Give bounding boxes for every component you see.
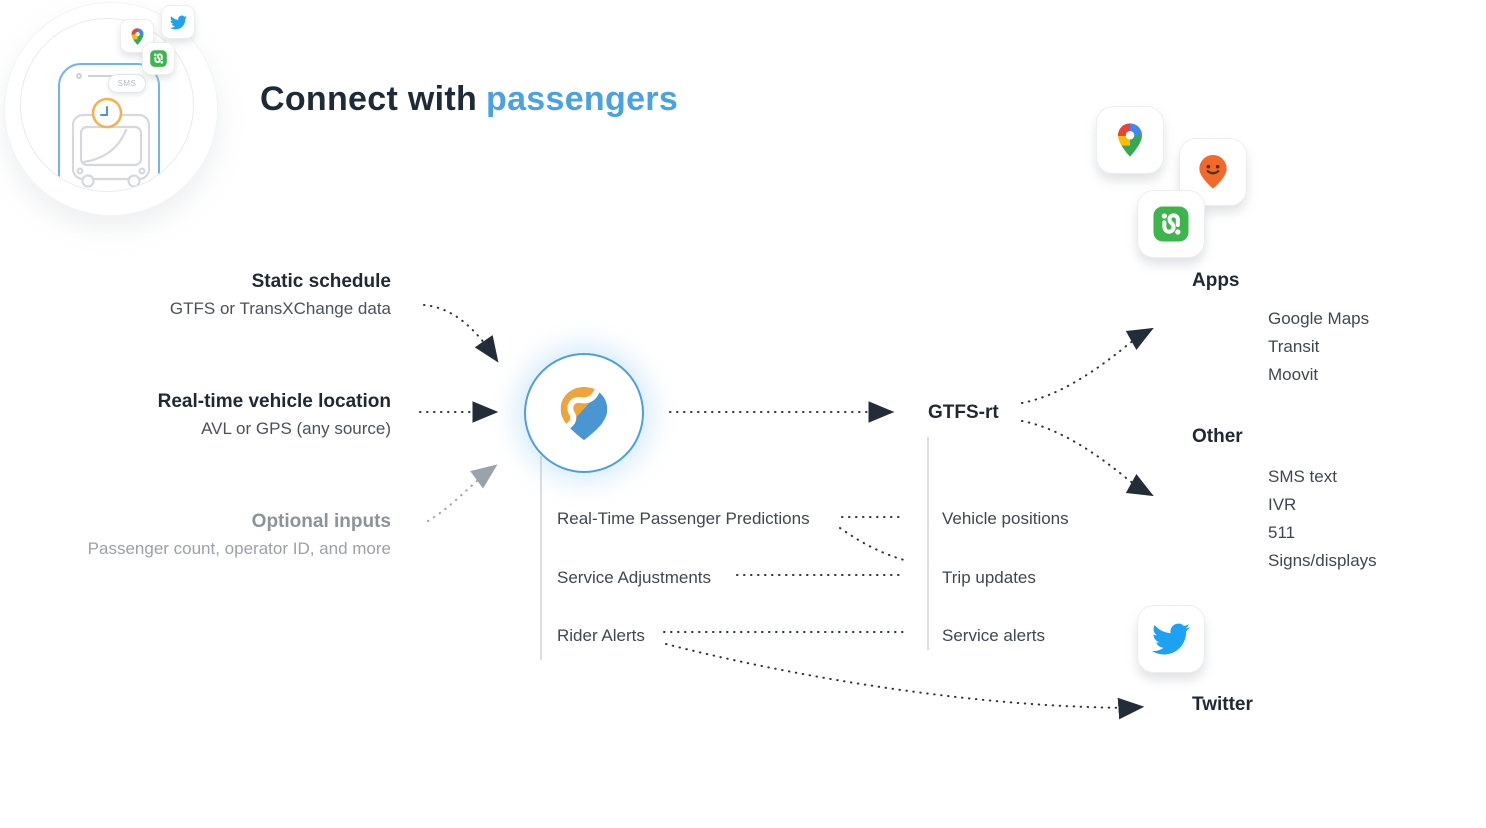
google-maps-icon (1117, 123, 1143, 157)
other-item-ivr: IVR (1268, 495, 1297, 514)
static-schedule-label: Static schedule (251, 271, 391, 292)
other-item-511: 511 (1268, 523, 1296, 542)
transit-icon (1153, 206, 1189, 242)
swiftly-hub (524, 353, 644, 473)
google-maps-icon (130, 27, 144, 45)
phone-bus-illustration (58, 63, 160, 191)
other-list: SMS text IVR 511 Signs/displays (1268, 463, 1377, 575)
connector-static-to-hub (423, 304, 499, 363)
transit-mini-tile (142, 42, 175, 75)
google-maps-mini-tile (120, 19, 154, 53)
twitter-tile (1137, 605, 1205, 673)
title-accent: passengers (486, 80, 679, 118)
title-dark: Connect with (260, 80, 478, 118)
other-heading: Other (1192, 426, 1243, 447)
sms-bubble: SMS (108, 74, 146, 93)
gtfs-rt-label: GTFS-rt (928, 402, 999, 423)
transit-icon (150, 50, 167, 67)
feed-trip-updates: Trip updates (942, 568, 1036, 587)
google-maps-tile (1096, 106, 1164, 174)
optional-inputs-label: Optional inputs (251, 511, 391, 532)
realtime-location-label: Real-time vehicle location (157, 391, 391, 412)
sms-bubble-label: SMS (117, 79, 137, 88)
apps-item-moovit: Moovit (1268, 365, 1319, 384)
apps-list: Google Maps Transit Moovit (1268, 305, 1369, 389)
swiftly-logo-icon (560, 387, 608, 441)
twitter-icon (169, 15, 187, 29)
twitter-icon (1152, 623, 1190, 655)
input-static-schedule: Static schedule GTFS or TransXChange dat… (51, 268, 391, 322)
apps-heading: Apps (1192, 270, 1240, 291)
optional-inputs-sublabel: Passenger count, operator ID, and more (87, 539, 391, 558)
realtime-location-sublabel: AVL or GPS (any source) (201, 419, 391, 438)
output-rider-alerts: Rider Alerts (557, 626, 645, 645)
feed-service-alerts: Service alerts (942, 626, 1045, 645)
other-item-signs-displays: Signs/displays (1268, 551, 1377, 570)
hero-illustration: SMS (0, 0, 224, 224)
apps-item-transit: Transit (1268, 337, 1320, 356)
moovit-icon (1199, 154, 1227, 189)
input-optional-inputs: Optional inputs Passenger count, operato… (51, 508, 391, 562)
connector-gtfsrt-to-other (1021, 420, 1154, 497)
connector-optional-to-hub (427, 464, 498, 522)
input-realtime-location: Real-time vehicle location AVL or GPS (a… (51, 388, 391, 442)
static-schedule-sublabel: GTFS or TransXChange data (169, 299, 391, 318)
twitter-mini-tile (161, 5, 195, 39)
other-item-sms-text: SMS text (1268, 467, 1337, 486)
connector-gtfsrt-to-apps (1021, 327, 1154, 404)
twitter-label: Twitter (1192, 694, 1253, 715)
output-predictions: Real-Time Passenger Predictions (557, 509, 810, 528)
leader-predictions-curve (839, 527, 905, 561)
output-adjustments: Service Adjustments (557, 568, 712, 587)
feed-vehicle-positions: Vehicle positions (942, 509, 1069, 528)
apps-item-google-maps: Google Maps (1268, 309, 1370, 328)
transit-tile (1137, 190, 1205, 258)
connector-rider-to-twitter (665, 643, 1145, 720)
